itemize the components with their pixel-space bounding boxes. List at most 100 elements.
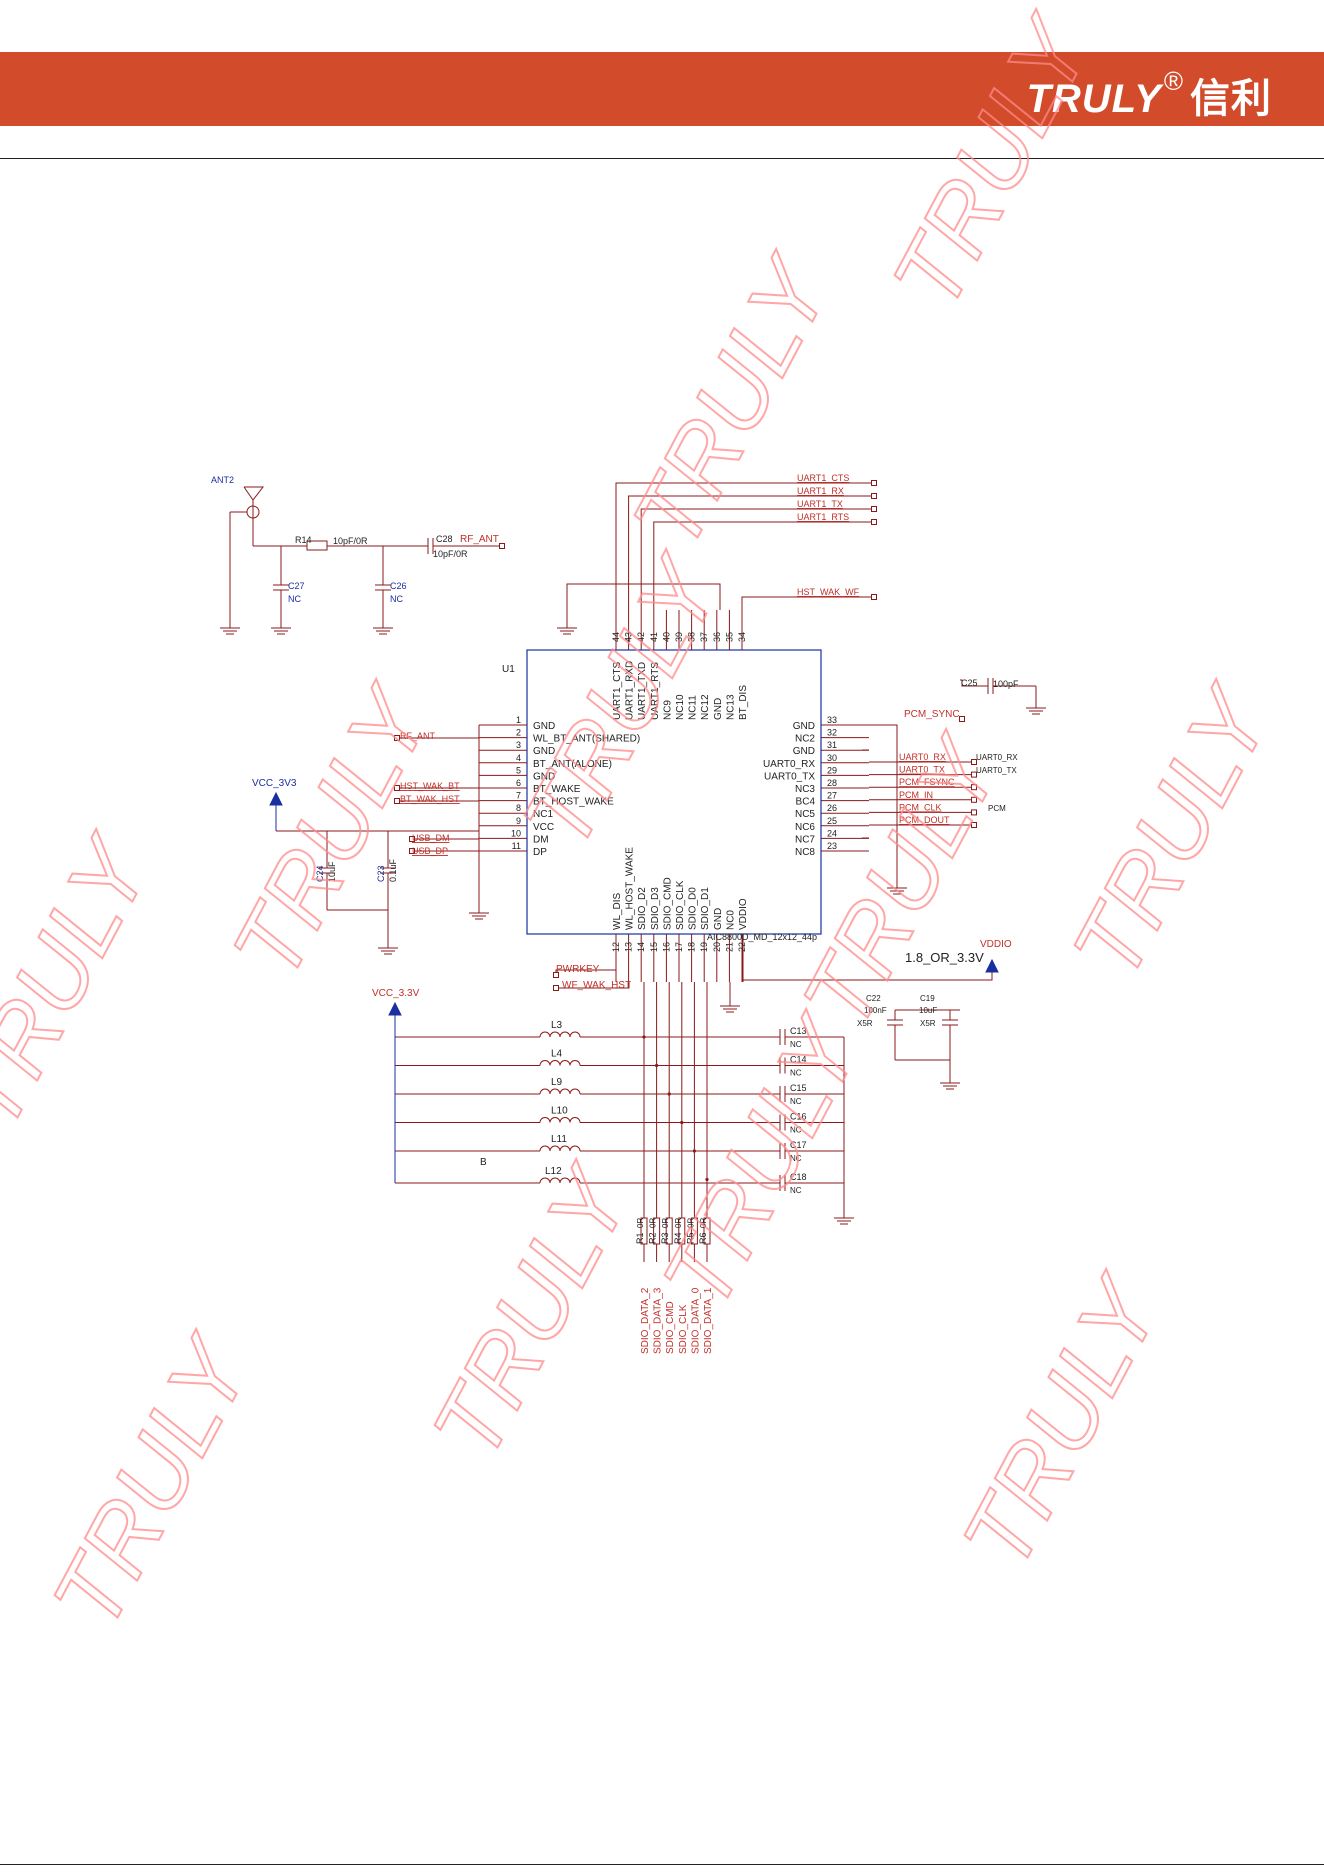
pin-number: 3: [516, 740, 521, 750]
pin-name: SDIO_D0: [688, 887, 699, 930]
net-sdio: SDIO_CLK: [678, 1304, 689, 1354]
cap-ref: C26: [390, 581, 407, 591]
pin-number: 20: [712, 942, 722, 952]
side-label: UART0_RX: [976, 753, 1018, 762]
pin-number: 44: [611, 632, 621, 642]
vddio-value: 1.8_OR_3.3V: [905, 950, 984, 965]
net-pcm: PCM_DOUT: [899, 815, 950, 825]
net-port: [971, 759, 977, 765]
cap-value: NC: [390, 594, 403, 604]
cap-ref: C13: [790, 1026, 807, 1036]
pin-name: NC1: [533, 809, 553, 820]
resistor-value: 0R: [636, 1218, 645, 1228]
resistor-value: 0R: [686, 1218, 695, 1228]
junction-dot: [655, 1063, 659, 1068]
pin-name: SDIO_CLK: [675, 880, 686, 930]
pin-number: 41: [649, 632, 659, 642]
junction-dot: [680, 1120, 684, 1125]
chip-part: AIC8800D_MD_12x12_44p: [707, 932, 817, 942]
pin-number: 4: [516, 753, 521, 763]
watermark-text: TRULY: [32, 1319, 273, 1645]
net-bt-wak-hst: BT_WAK_HST: [400, 794, 460, 804]
pin-name: UART1_TXD: [637, 662, 648, 720]
brand-name: TRULY: [1026, 77, 1162, 121]
pin-number: 14: [636, 942, 646, 952]
pin-number: 24: [827, 828, 837, 838]
pin-number: 8: [516, 803, 521, 813]
cap-value: NC: [790, 1126, 802, 1135]
brand-logo: TRULY®信利: [1026, 66, 1272, 124]
uart1-wire: [653, 521, 874, 610]
resistor-value: 0R: [661, 1218, 670, 1228]
pin-name: NC5: [795, 809, 815, 820]
pin-name: VDDIO: [738, 898, 749, 930]
inductor-ref: L11: [551, 1134, 567, 1145]
net-port: [971, 784, 977, 791]
pin-name: GND: [793, 746, 815, 757]
net-uart1: UART1_RTS: [797, 512, 849, 522]
resistor-value: 0R: [649, 1218, 658, 1228]
footer-rule: [0, 1864, 1324, 1865]
pin-number: 7: [516, 791, 521, 801]
pin-name: WL_HOST_WAKE: [625, 847, 636, 930]
pin-number: 10: [511, 828, 521, 838]
power-vcc-3.3v: VCC_3.3V: [372, 988, 420, 999]
inductor: [539, 1060, 581, 1066]
watermark-text: TRULY: [0, 819, 173, 1145]
junction-dot: [692, 1149, 697, 1153]
watermark-text: TRULY: [942, 1259, 1183, 1585]
pin-number: 26: [827, 803, 837, 813]
pin-name: SDIO_D1: [700, 887, 711, 930]
cap-ref: C28: [436, 534, 453, 544]
side-label: UART0_TX: [976, 766, 1017, 775]
pin-number: 30: [827, 753, 837, 763]
inductor-ref: L12: [545, 1166, 562, 1177]
pin-name: UART0_RX: [763, 759, 815, 770]
cap-value: NC: [790, 1154, 802, 1163]
pin-name: DP: [533, 847, 547, 858]
pin-name: UART1_CTS: [612, 662, 623, 720]
pin-name: NC8: [795, 847, 815, 858]
cap-value: NC: [288, 594, 301, 604]
labels: U1AIC8800D_MD_12x12_44p1GND2WL_BT_ANT(SH…: [211, 473, 1019, 1354]
net-port: [871, 594, 877, 600]
net-port: [871, 506, 877, 512]
pin-number: 35: [724, 632, 734, 642]
net-port: [971, 809, 977, 816]
inductor: [539, 1031, 581, 1038]
wires: [220, 480, 1046, 1262]
resistor-ref: R5: [685, 1232, 695, 1244]
cap-value: 100pF: [993, 679, 1019, 689]
pin-name: GND: [533, 721, 555, 732]
gnd-wire: [566, 583, 721, 620]
pin-name: SDIO_D3: [650, 887, 661, 930]
hst-wire: [741, 596, 874, 610]
net-pcm-sync: PCM_SYNC: [904, 709, 960, 720]
resistor-value: 10pF/0R: [333, 536, 368, 546]
resistor-ref: R4: [673, 1232, 683, 1244]
net-port: [499, 543, 505, 549]
net-pcm: PCM_CLK: [899, 802, 942, 812]
pin-name: NC9: [662, 700, 673, 720]
pin-name: NC2: [795, 734, 815, 745]
cap-value: 10uF: [327, 861, 337, 882]
pin-number: 1: [516, 715, 521, 725]
cap-ref: C18: [790, 1172, 807, 1182]
pin-name: NC7: [795, 834, 815, 845]
gnd-wire: [869, 724, 898, 880]
pin-number: 42: [636, 632, 646, 642]
net-hst-wak-bt: HST_WAK_BT: [400, 781, 460, 791]
pin-number: 2: [516, 728, 521, 738]
pin-name: UART1_RXD: [625, 661, 636, 720]
net-port: [394, 735, 400, 741]
pin-name: BT_WAKE: [533, 784, 581, 795]
pin-name: SDIO_CMD: [662, 877, 673, 930]
pin-number: 27: [827, 791, 837, 801]
net-sdio: SDIO_CMD: [665, 1301, 676, 1354]
net-port: [553, 985, 559, 991]
pin-name: SDIO_D2: [637, 887, 648, 930]
net-sdio: SDIO_DATA_1: [703, 1287, 714, 1354]
junction-dot: [705, 1177, 709, 1182]
net-port: [871, 519, 877, 525]
